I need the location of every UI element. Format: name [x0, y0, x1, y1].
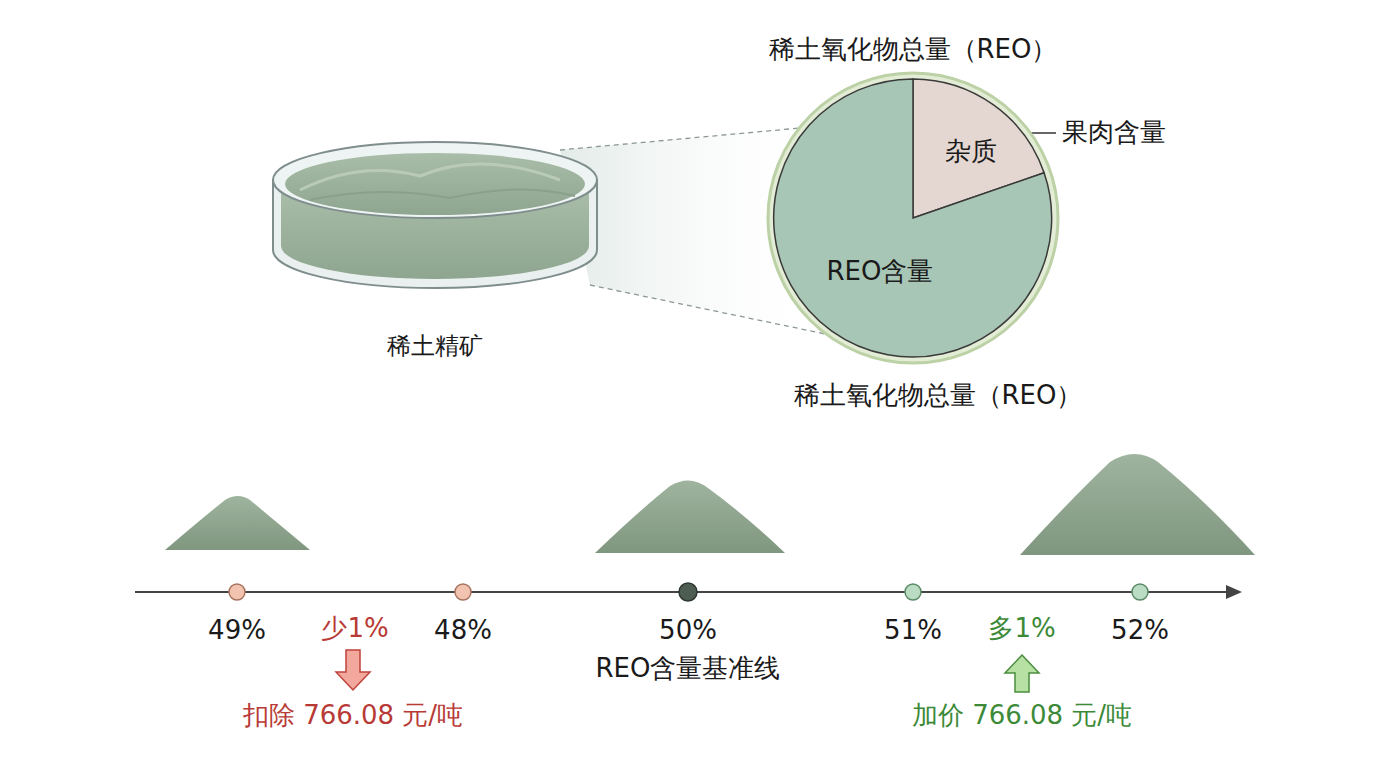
baseline-label: REO含量基准线	[596, 653, 781, 684]
price-bonus: 加价 766.08 元/吨	[912, 700, 1132, 731]
slice-label: REO含量	[827, 256, 934, 287]
up-arrow	[1005, 655, 1039, 692]
delta-label: 少1%	[321, 613, 388, 644]
petri-dish	[273, 142, 597, 288]
down-arrow	[336, 650, 370, 690]
percent-tick: 50%	[659, 615, 717, 646]
timeline	[135, 583, 1242, 601]
ring	[768, 73, 1058, 363]
pie-slice: REO含量	[768, 72, 1058, 364]
ore-pile	[165, 454, 1255, 555]
price-deduction: 扣除 766.08 元/吨	[243, 700, 463, 731]
delta-label: 多1%	[988, 613, 1055, 644]
slice-label: 杂质	[945, 136, 997, 167]
chart-heading: 稀土氧化物总量（REO）	[769, 34, 1058, 65]
zoom-line	[560, 128, 800, 150]
slice-big	[774, 79, 1052, 357]
percent-tick: 48%	[434, 615, 492, 646]
percent-tick: 51%	[884, 615, 942, 646]
slice-big-shape	[768, 72, 1058, 364]
percent-tick: 52%	[1111, 615, 1169, 646]
percent-tick: 49%	[208, 615, 266, 646]
callout-label: 果肉含量	[1062, 117, 1166, 148]
dish-label: 稀土精矿	[387, 332, 483, 361]
chart-footer: 稀土氧化物总量（REO）	[794, 380, 1083, 411]
pie-chart: 稀土氧化物总量（REO）杂质REO含量	[768, 72, 1058, 364]
